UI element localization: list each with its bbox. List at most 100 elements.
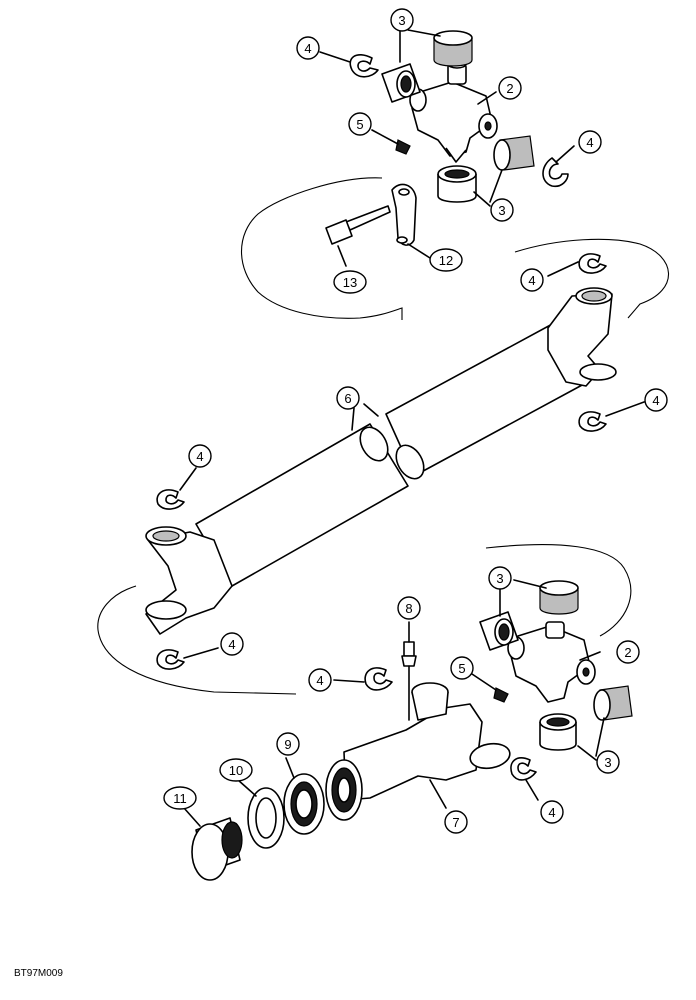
callout-labels: 2 2 3 3 3 3 4 4 4 4 4 4 4 4 5 5 6 7 8 9 10 11 12 13: [163, 8, 668, 834]
callout-bubble: [390, 8, 414, 32]
yoke-grease-fitting: [401, 641, 417, 721]
callout-bubble: [490, 198, 514, 222]
callout-bubble: [488, 566, 512, 590]
lower-universal-joint-cross: [507, 621, 596, 703]
callout-bubble: [520, 268, 544, 292]
drawing-code: BT97M009: [14, 968, 63, 979]
callout-number: 7: [452, 815, 459, 830]
lower-outline-left: [97, 585, 297, 695]
callout-number: 4: [652, 393, 659, 408]
callout-number: 6: [344, 391, 351, 406]
lower-bearing-cup-right: [593, 685, 633, 721]
callout-bubble: [450, 656, 474, 680]
upper-bearing-cup-right: [493, 135, 535, 171]
upper-universal-joint-cross: [409, 59, 498, 163]
tube-end-yoke-right: [547, 287, 617, 387]
callout-number: 4: [196, 449, 203, 464]
callout-12-23: 12: [429, 248, 463, 272]
callout-number: 12: [439, 253, 453, 268]
callout-bubble: [348, 112, 372, 136]
callout-number: 4: [528, 273, 535, 288]
callout-bubble: [644, 388, 668, 412]
callout-leader-lines: [179, 29, 645, 827]
callout-number: 3: [398, 13, 405, 28]
bearing-strap: [391, 183, 417, 246]
callout-bubble: [498, 76, 522, 100]
callout-number: 4: [586, 135, 593, 150]
tube-snap-ring-left-bottom: [156, 649, 185, 670]
callout-bubble: [616, 640, 640, 664]
callout-number: 8: [405, 601, 412, 616]
driveshaft-tube: [195, 321, 585, 587]
callout-number: 5: [458, 661, 465, 676]
callout-2-1: 2: [616, 640, 640, 664]
callout-number: 4: [228, 637, 235, 652]
slip-yoke: [325, 682, 511, 821]
callout-4-10: 4: [644, 388, 668, 412]
tube-snap-ring-left-top: [156, 489, 185, 510]
callout-number: 4: [316, 673, 323, 688]
callout-bubble: [578, 130, 602, 154]
callout-bubble: [333, 270, 367, 294]
callout-bubble: [219, 758, 253, 782]
callout-13-24: 13: [333, 270, 367, 294]
callout-bubble: [308, 668, 332, 692]
callout-bubble: [429, 248, 463, 272]
upper-needle-bearing-bottom: [437, 165, 477, 203]
upper-outline-region: [240, 177, 403, 320]
upper-outline-right: [514, 238, 669, 319]
callout-4-12: 4: [220, 632, 244, 656]
upper-snap-ring-right: [542, 157, 569, 188]
callout-6-17: 6: [336, 386, 360, 410]
lower-outline-region: [485, 544, 632, 637]
strap-bolt: [325, 205, 391, 245]
callout-number: 3: [498, 203, 505, 218]
tube-snap-ring-upper-right: [578, 253, 607, 274]
upper-needle-bearing-left: [381, 63, 421, 103]
lower-snap-ring-left: [364, 667, 393, 691]
callout-number: 2: [506, 81, 513, 96]
callout-number: 9: [284, 737, 291, 752]
callout-2-0: 2: [498, 76, 522, 100]
callout-number: 3: [604, 755, 611, 770]
callout-bubble: [336, 386, 360, 410]
callout-7-18: 7: [444, 810, 468, 834]
callout-bubble: [296, 36, 320, 60]
callout-bubble: [397, 596, 421, 620]
callout-bubble: [540, 800, 564, 824]
callout-3-5: 3: [488, 566, 512, 590]
callout-4-14: 4: [540, 800, 564, 824]
callout-bubble: [188, 444, 212, 468]
callout-number: 5: [356, 117, 363, 132]
callout-number: 3: [496, 571, 503, 586]
callout-5-15: 5: [348, 112, 372, 136]
lower-grease-fitting: [493, 687, 509, 703]
lower-needle-bearing-bottom: [539, 713, 577, 751]
lower-bearing-cup-top: [539, 580, 579, 615]
callout-5-16: 5: [450, 656, 474, 680]
callout-number: 4: [304, 41, 311, 56]
tube-end-yoke-left: [145, 526, 233, 635]
lower-snap-ring-right: [510, 757, 537, 781]
upper-grease-fitting: [395, 139, 411, 155]
upper-bearing-cup-top: [433, 30, 473, 67]
callout-number: 10: [229, 763, 243, 778]
callout-3-6: 3: [596, 750, 620, 774]
callout-bubble: [444, 810, 468, 834]
callout-bubble: [220, 632, 244, 656]
callout-8-19: 8: [397, 596, 421, 620]
callout-4-11: 4: [188, 444, 212, 468]
callout-4-7: 4: [296, 36, 320, 60]
callout-number: 2: [624, 645, 631, 660]
callout-11-22: 11: [163, 786, 197, 810]
callout-bubble: [276, 732, 300, 756]
lower-needle-bearing-left: [479, 611, 519, 651]
callout-10-21: 10: [219, 758, 253, 782]
callout-4-13: 4: [308, 668, 332, 692]
callout-bubble: [163, 786, 197, 810]
tube-snap-ring-lower-right: [578, 411, 607, 432]
upper-snap-ring-left: [349, 54, 379, 78]
seal-washer: [247, 787, 285, 849]
